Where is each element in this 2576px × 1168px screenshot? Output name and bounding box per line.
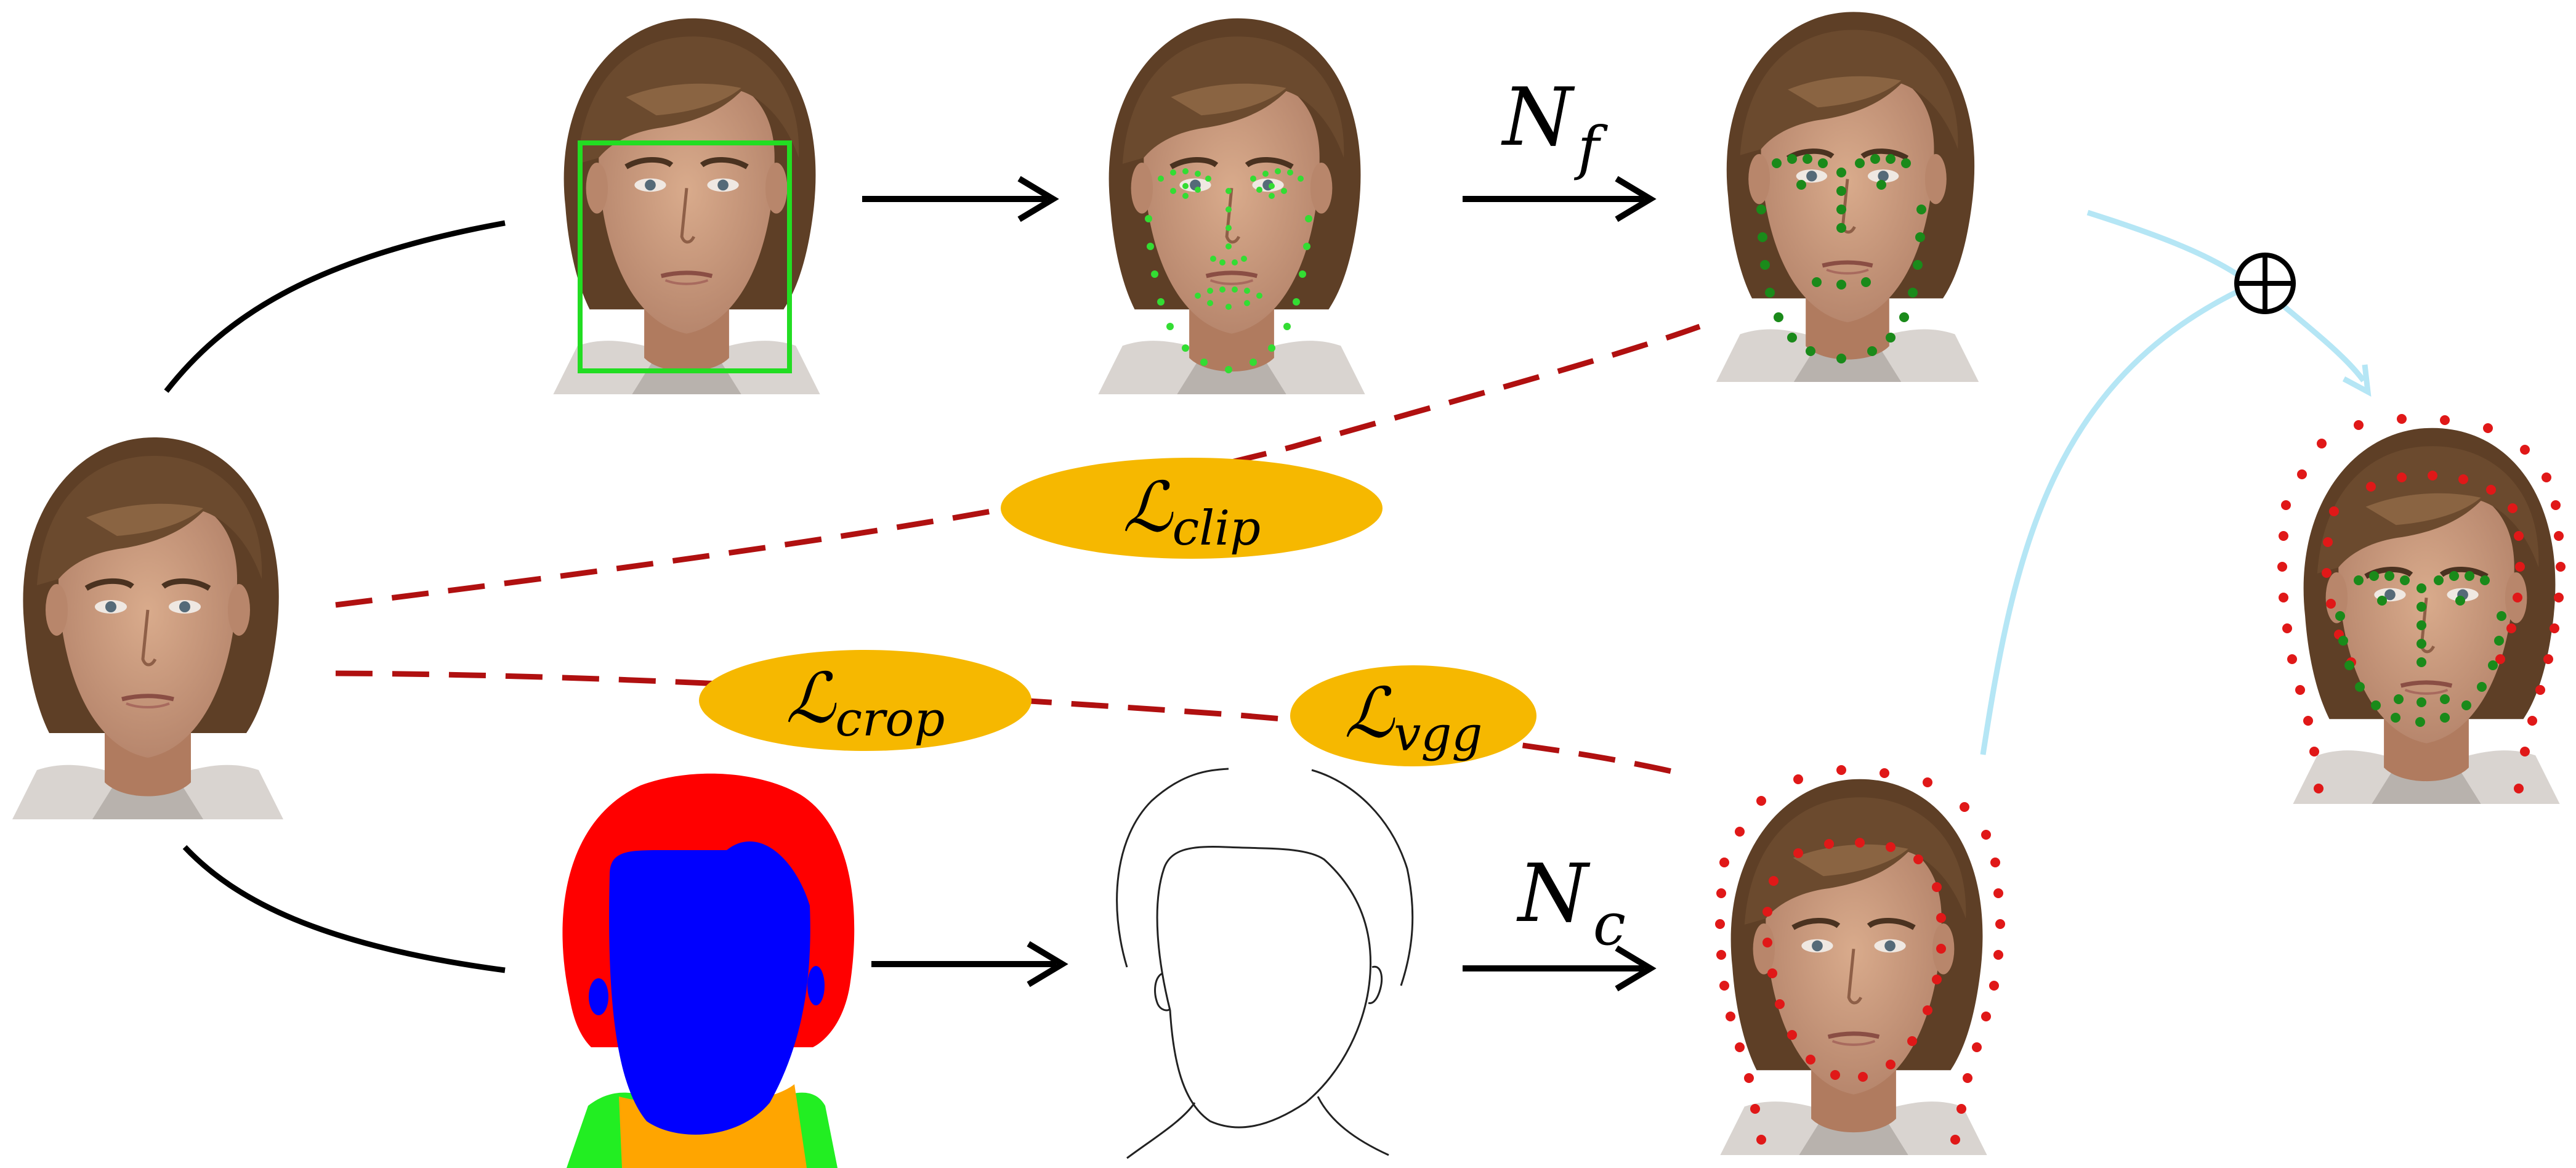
loss-crop-subscript: crop [835,692,945,747]
loss-clip-line [335,323,1701,608]
arrow-contour-model [1463,945,1657,992]
loss-vgg: ℒvgg [1290,665,1536,766]
sparse-landmarks-green [1756,154,1926,363]
landmark-face-photo [1098,18,1365,394]
face-model-output-photo [1716,12,1979,382]
combined-output-photo [2293,428,2559,804]
arrow-seg-to-contour [871,941,1068,988]
input-face-photo [12,437,283,819]
svg-text:ℒclip: ℒclip [1123,468,1261,556]
label-contour-model: Nc [1516,846,1626,959]
contour-landmarks-red [1715,765,2005,1145]
merge-arrows [1980,209,2372,755]
contour-model-output-photo [1720,779,1987,1155]
svg-text:ℒcrop: ℒcrop [786,659,945,747]
contour-sketch [1116,768,1414,1159]
cropped-face-photo [553,18,820,394]
combined-landmarks-red [2277,414,2566,793]
loss-vgg-symbol: ℒ [1344,673,1395,753]
svg-text:ℒvgg: ℒvgg [1344,673,1483,762]
arrow-crop-to-landmarks [862,176,1059,222]
loss-vgg-subscript: vgg [1394,707,1482,762]
face-detection-box [578,140,792,373]
connector-to-face-crop [164,220,506,393]
loss-crop-vgg-line [335,670,1689,778]
loss-crop-symbol: ℒ [786,659,837,739]
segmentation-mask [562,773,855,1168]
loss-clip: ℒclip [1001,458,1383,559]
combine-plus-icon [2234,253,2296,314]
loss-crop: ℒcrop [699,650,1032,751]
dense-landmarks [1145,168,1312,373]
arrow-face-model [1463,176,1657,222]
combined-landmarks-green [2335,571,2506,727]
connector-to-segmentation [182,845,506,973]
loss-clip-symbol: ℒ [1123,468,1174,548]
loss-clip-subscript: clip [1173,501,1261,556]
label-face-model: Nf [1501,70,1609,182]
